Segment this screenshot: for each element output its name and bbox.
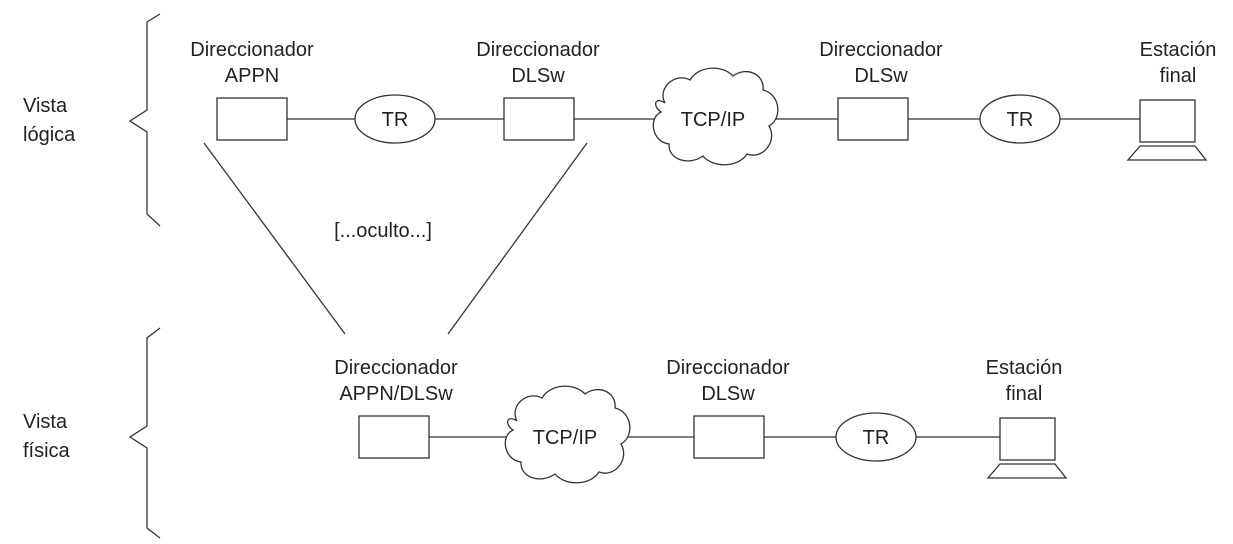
router-dlsw-physical-label-line1: Direccionador xyxy=(666,357,790,379)
router-dlsw-a-box xyxy=(503,97,575,141)
tcpip-cloud-logical-label: TCP/IP xyxy=(681,109,745,131)
token-ring-right xyxy=(979,94,1061,144)
router-dlsw-physical-label-line2: DLSw xyxy=(701,383,755,405)
end-station-physical-label-line2: final xyxy=(1006,383,1043,405)
tcpip-cloud-logical xyxy=(652,67,779,166)
token-ring-physical-label: TR xyxy=(863,427,890,449)
router-appn-label-line2: APPN xyxy=(225,65,279,87)
router-dlsw-physical-box xyxy=(693,415,765,459)
hidden-note: [...oculto...] xyxy=(334,220,432,242)
end-station-logical-label-line1: Estación xyxy=(1140,39,1217,61)
token-ring-left xyxy=(354,94,436,144)
end-station-physical-label-line1: Estación xyxy=(986,357,1063,379)
laptop-icon xyxy=(1126,99,1208,161)
physical-view-label-line2: física xyxy=(23,440,71,462)
router-appn-dlsw-label-line1: Direccionador xyxy=(334,357,458,379)
token-ring-left-label: TR xyxy=(382,109,409,131)
tcpip-cloud-physical-label: TCP/IP xyxy=(533,427,597,449)
token-ring-physical xyxy=(835,412,917,462)
router-dlsw-b-label-line2: DLSw xyxy=(854,65,908,87)
router-dlsw-a-label-line2: DLSw xyxy=(511,65,565,87)
physical-view-brace xyxy=(128,327,161,539)
router-dlsw-b-box xyxy=(837,97,909,141)
token-ring-right-label: TR xyxy=(1007,109,1034,131)
physical-view-label-line1: Vista xyxy=(23,411,68,433)
logical-view-label-line2: lógica xyxy=(23,124,76,146)
logical-view-label-line1: Vista xyxy=(23,95,68,117)
mapping-line-left xyxy=(203,142,346,335)
router-dlsw-b-label-line1: Direccionador xyxy=(819,39,943,61)
mapping-line-right xyxy=(447,142,588,335)
logical-view-brace xyxy=(128,13,161,227)
router-appn-dlsw-label-line2: APPN/DLSw xyxy=(339,383,453,405)
router-appn-dlsw-box xyxy=(358,415,430,459)
router-appn-box xyxy=(216,97,288,141)
router-dlsw-a-label-line1: Direccionador xyxy=(476,39,600,61)
end-station-logical-label-line2: final xyxy=(1160,65,1197,87)
router-appn-label-line1: Direccionador xyxy=(190,39,314,61)
tcpip-cloud-physical xyxy=(504,385,631,484)
laptop-icon xyxy=(986,417,1068,479)
